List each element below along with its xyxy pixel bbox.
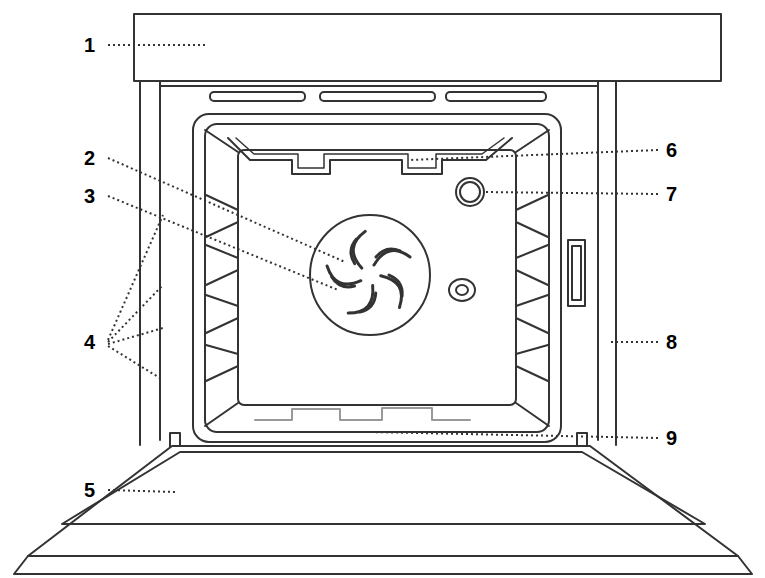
oven-light: [456, 178, 484, 206]
callout-number: 2: [84, 147, 95, 169]
callout-number: 4: [84, 331, 95, 353]
oven-cavity: [193, 114, 561, 442]
door-latch: [568, 240, 585, 306]
callout-number: 6: [666, 139, 677, 161]
callout-number: 7: [666, 183, 677, 205]
control-panel: [134, 14, 721, 81]
callout-number: 9: [666, 427, 677, 449]
fan-cover: [310, 215, 430, 335]
callout-number: 5: [84, 479, 95, 501]
oven-door: [28, 446, 738, 556]
leader-lines: [108, 45, 658, 492]
callout-number: 3: [84, 185, 95, 207]
callout-number: 1: [84, 34, 95, 56]
callout-number: 8: [666, 331, 677, 353]
